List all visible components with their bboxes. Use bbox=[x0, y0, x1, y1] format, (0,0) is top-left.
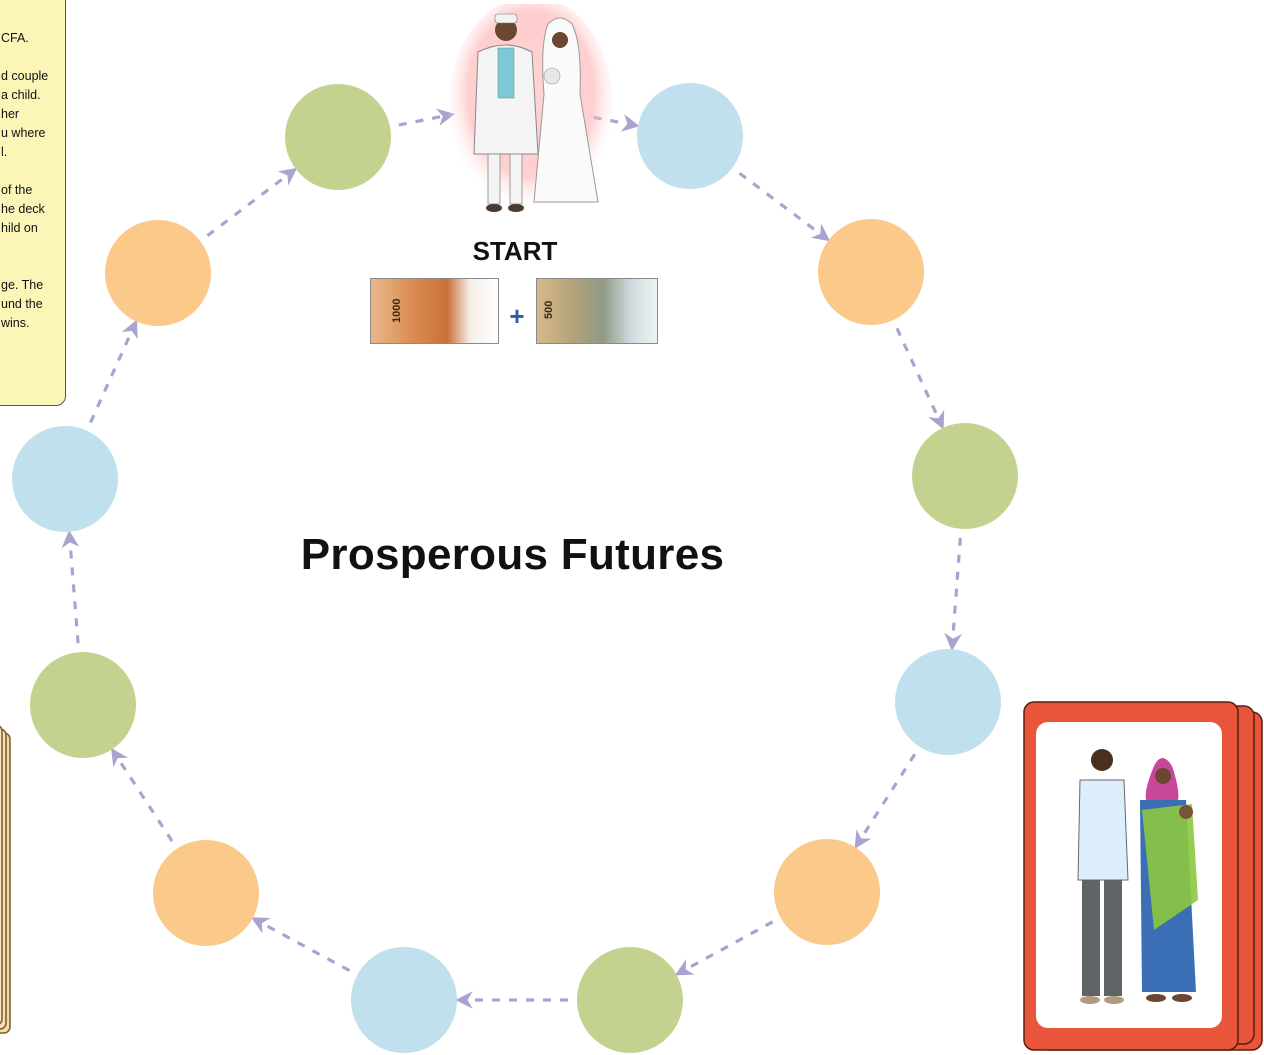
path-arrow bbox=[854, 753, 917, 849]
path-arrow bbox=[89, 319, 138, 424]
banknote-denomination: 500 bbox=[543, 300, 555, 319]
path-arrow bbox=[206, 167, 298, 237]
board-space[interactable] bbox=[895, 649, 1001, 755]
rules-line: her bbox=[1, 107, 20, 121]
board-space[interactable] bbox=[774, 839, 880, 945]
rules-line: l. bbox=[1, 145, 8, 159]
path-arrow bbox=[738, 171, 831, 242]
rules-line: he deck bbox=[1, 202, 45, 216]
left-card-deck[interactable] bbox=[0, 725, 22, 1035]
board-space[interactable] bbox=[12, 426, 118, 532]
banknote-500: 500 bbox=[536, 278, 658, 344]
board-space[interactable] bbox=[153, 840, 259, 946]
rules-panel: CFA. d couple a child. her u where l. of the he… bbox=[0, 0, 66, 406]
banknote-1000: 1000 bbox=[370, 278, 499, 344]
banknote-denomination: 1000 bbox=[391, 298, 403, 323]
rules-line: und the bbox=[1, 297, 43, 311]
path-arrows bbox=[61, 108, 962, 1009]
board-space[interactable] bbox=[912, 423, 1018, 529]
board-space[interactable] bbox=[285, 84, 391, 190]
game-title: Prosperous Futures bbox=[300, 530, 725, 579]
board-space[interactable] bbox=[818, 219, 924, 325]
board-space[interactable] bbox=[105, 220, 211, 326]
plus-icon: + bbox=[509, 301, 525, 331]
rules-line: wins. bbox=[1, 316, 30, 330]
path-arrow bbox=[111, 747, 174, 842]
path-arrow bbox=[895, 327, 945, 430]
board-space[interactable] bbox=[637, 83, 743, 189]
rules-line: d couple bbox=[1, 69, 49, 83]
wedding-couple-icon bbox=[449, 4, 613, 212]
board-spaces bbox=[12, 83, 1018, 1053]
rules-line: ge. The bbox=[1, 278, 44, 292]
board-space[interactable] bbox=[351, 947, 457, 1053]
rules-line: CFA. bbox=[1, 31, 29, 45]
rules-line: hild on bbox=[1, 221, 38, 235]
rules-line: u where bbox=[1, 126, 46, 140]
family-card-deck[interactable] bbox=[1022, 700, 1264, 1055]
rules-line: a child. bbox=[1, 88, 41, 102]
rules-line: of the bbox=[1, 183, 33, 197]
path-arrow bbox=[398, 108, 455, 127]
path-arrow bbox=[251, 917, 351, 972]
path-arrow bbox=[944, 537, 962, 651]
board-space[interactable] bbox=[577, 947, 683, 1053]
path-arrow bbox=[674, 920, 774, 976]
board-space[interactable] bbox=[30, 652, 136, 758]
start-label: START bbox=[472, 236, 558, 266]
path-arrow bbox=[61, 530, 80, 644]
